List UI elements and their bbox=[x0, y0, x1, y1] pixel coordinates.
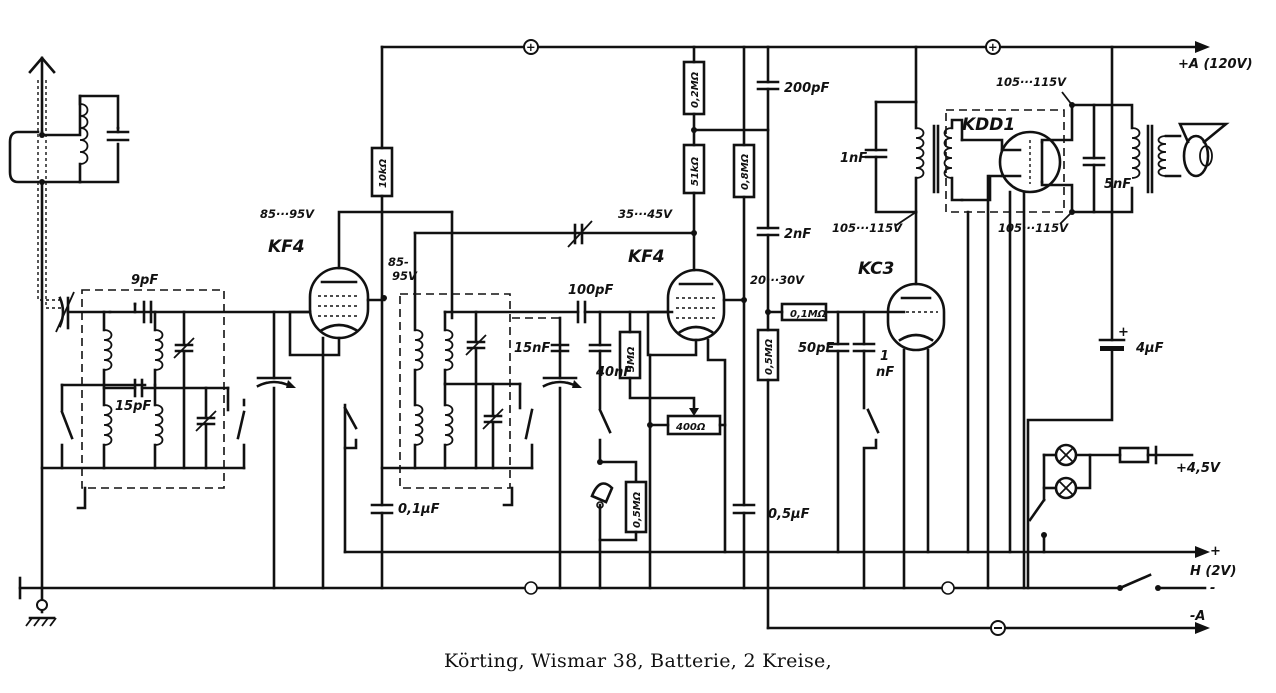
tube-v2-voltage: 35···45V bbox=[618, 207, 673, 221]
c-2n-label: 2nF bbox=[784, 227, 811, 242]
h-minus-sign: - bbox=[1210, 581, 1215, 596]
svg-text:+: + bbox=[526, 40, 536, 54]
c-05u-label: 0,5µF bbox=[768, 507, 810, 522]
plus-a-arrow bbox=[1195, 41, 1210, 53]
v2-screen-voltage: 20···30V bbox=[750, 273, 805, 287]
c-40n-label: 40nF bbox=[595, 365, 632, 380]
tube-v1-kf4: 85···95V KF4 bbox=[260, 207, 454, 590]
svg-text:10kΩ: 10kΩ bbox=[378, 158, 389, 188]
svg-text:0,1MΩ: 0,1MΩ bbox=[790, 309, 827, 320]
rc-filter-column: 200pF 2nF 0,5MΩ bbox=[756, 45, 829, 630]
antenna-icon bbox=[28, 56, 56, 134]
h-minus-terminal-left bbox=[524, 581, 538, 595]
input-tuned-circuit: 9pF 15pF bbox=[40, 273, 312, 510]
tube-v4-kdd1: KDD1 105···115V 105···115V bbox=[945, 75, 1075, 590]
tube-v1-voltage: 85···95V bbox=[260, 207, 315, 221]
tube-v1-type: KF4 bbox=[268, 237, 305, 257]
plus-a-terminal-left bbox=[523, 39, 539, 55]
v2-anode-network: 0,2MΩ 51kΩ 0,8MΩ 0,5µF bbox=[682, 45, 810, 590]
kdd1-shield-box bbox=[945, 109, 1065, 213]
resistor-10k: 10kΩ 0,1µF bbox=[370, 45, 440, 590]
plus-a-terminal-right bbox=[985, 39, 1001, 55]
svg-text:0,5MΩ: 0,5MΩ bbox=[764, 338, 775, 375]
pilot-lamp-2-icon bbox=[1054, 476, 1078, 500]
supply-rails: + + bbox=[18, 39, 1210, 636]
interstage-transformer: 1nF 105···115V bbox=[832, 45, 964, 235]
c-1n-label-a: 1 bbox=[880, 349, 889, 364]
speaker-icon bbox=[1177, 122, 1230, 178]
interstage-shield-box bbox=[399, 293, 511, 489]
pilot-lamp-1-icon bbox=[1054, 443, 1078, 467]
antenna-bracket bbox=[8, 130, 40, 184]
h-minus-terminal-right bbox=[941, 581, 955, 595]
minus-a-label: -A bbox=[1190, 609, 1205, 624]
lamp-resistor bbox=[1118, 446, 1150, 464]
c-9p-label: 9pF bbox=[131, 273, 158, 288]
v1-screen-label-b: 95V bbox=[392, 269, 418, 283]
svg-text:+: + bbox=[988, 40, 998, 54]
minus-a-arrow bbox=[1195, 622, 1210, 634]
tube-v4-voltage-left: 105···115V bbox=[832, 221, 903, 235]
detector-network: 40nF 0,5MΩ 3MΩ 400Ω bbox=[588, 310, 727, 590]
tube-v4-voltage-top: 105···115V bbox=[996, 75, 1067, 89]
c-1n-label-b: nF bbox=[876, 365, 894, 380]
output-stage: 5nF + 4µF bbox=[1026, 45, 1230, 590]
h-label: H (2V) bbox=[1190, 564, 1236, 579]
tube-v4-envelope bbox=[998, 130, 1062, 194]
tuning-capacitor-1 bbox=[256, 310, 296, 590]
tube-v2-envelope bbox=[666, 268, 726, 342]
tube-v2-type: KF4 bbox=[628, 247, 665, 267]
schematic-caption: Körting, Wismar 38, Batterie, 2 Kreise, bbox=[444, 650, 832, 672]
antenna-section bbox=[8, 56, 130, 590]
c-1nf-label: 1nF bbox=[840, 151, 867, 166]
tube-v2-kf4: KF4 35···45V 20···30V bbox=[618, 207, 805, 554]
ground-icon bbox=[25, 616, 57, 627]
tuning-capacitor-2: 15nF bbox=[514, 316, 582, 590]
kc3-grid-caps: 50pF 1 nF bbox=[798, 310, 894, 590]
c-4u-label: 4µF bbox=[1135, 341, 1164, 356]
plus-45-label: +4,5V bbox=[1176, 461, 1221, 476]
tube-v1-envelope bbox=[308, 266, 370, 340]
svg-text:0,2MΩ: 0,2MΩ bbox=[690, 71, 701, 108]
c-200p-label: 200pF bbox=[784, 81, 829, 96]
pilot-lamps: +4,5V bbox=[1028, 443, 1221, 554]
c-15n-label: 15nF bbox=[514, 341, 550, 356]
feedback-variable-capacitor bbox=[567, 220, 697, 248]
c-5nf-label: 5nF bbox=[1104, 177, 1131, 192]
c-01u-label: 0,1µF bbox=[398, 502, 440, 517]
grid-resistor-01m: 0,1MΩ bbox=[766, 302, 906, 322]
tube-v3-kc3: KC3 bbox=[858, 210, 946, 590]
tube-v4-type: KDD1 bbox=[962, 115, 1015, 135]
interstage-tuned-circuit bbox=[380, 210, 696, 507]
c-15p-label: 15pF bbox=[115, 399, 151, 414]
svg-text:3MΩ: 3MΩ bbox=[626, 346, 637, 372]
svg-text:0,5MΩ: 0,5MΩ bbox=[632, 491, 643, 528]
antenna-coil bbox=[78, 94, 89, 184]
coupling-capacitor-100p: 100pF bbox=[568, 283, 674, 324]
h-plus-arrow bbox=[1195, 546, 1210, 558]
svg-text:51kΩ: 51kΩ bbox=[690, 156, 701, 186]
svg-text:+: + bbox=[1118, 325, 1129, 340]
tube-v4-voltage-right: 105···115V bbox=[998, 221, 1069, 235]
svg-text:0,8MΩ: 0,8MΩ bbox=[740, 153, 751, 190]
tube-v3-envelope bbox=[886, 282, 946, 352]
tube-v3-type: KC3 bbox=[858, 259, 894, 279]
phono-jack-icon bbox=[590, 482, 614, 504]
v1-screen-label-a: 85- bbox=[388, 255, 409, 269]
h-plus-sign: + bbox=[1210, 544, 1221, 559]
c-50p-label: 50pF bbox=[798, 341, 834, 356]
svg-text:400Ω: 400Ω bbox=[675, 422, 706, 433]
svg-text:100pF: 100pF bbox=[568, 283, 613, 298]
plus-a-label: +A (120V) bbox=[1178, 57, 1253, 72]
main-switch bbox=[1118, 573, 1152, 590]
